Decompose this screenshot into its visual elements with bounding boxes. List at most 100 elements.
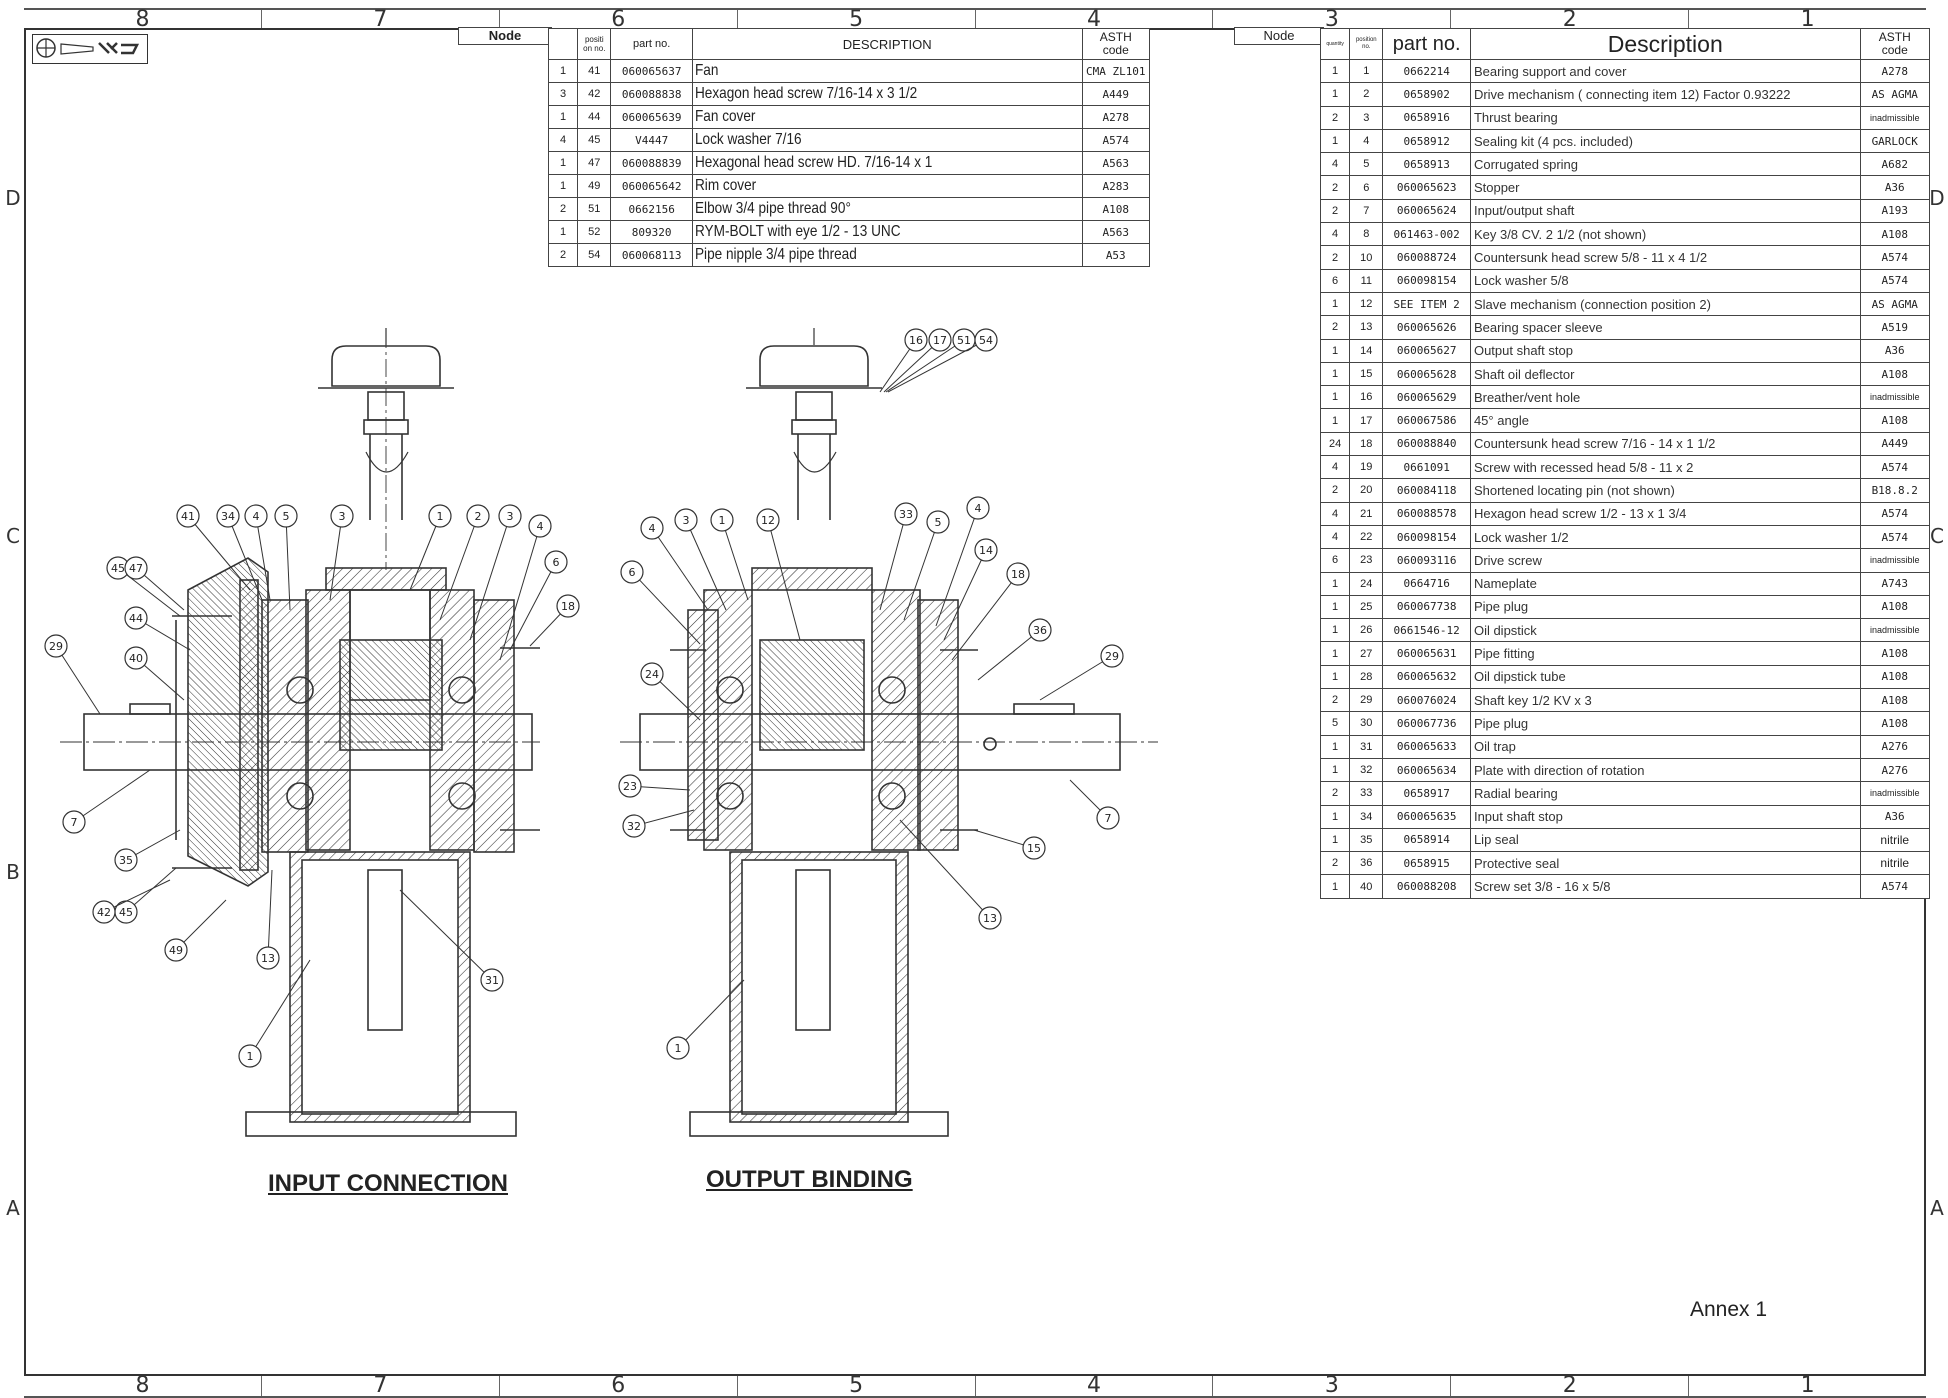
cell-quantity: 6 [1319,548,1351,573]
callout-bubble [666,1036,690,1060]
logo-icon [36,38,140,58]
cell-part-no: 060088724 [1382,245,1471,270]
cell-astm-code: nitrile [1859,827,1930,853]
callout-number: 14 [979,544,993,557]
cell-position: 44 [577,105,612,129]
cell-description: Shortened locating pin (not shown) [1469,478,1861,503]
zone-col-label: 1 [1688,9,1926,31]
callout-bubble [256,946,280,970]
callout-bubble [928,328,952,352]
callout-number: 54 [979,334,993,347]
cell-position: 24 [1349,571,1384,596]
cell-quantity: 1 [1319,385,1351,410]
zone-col-label: 8 [135,7,150,32]
callout-bubble [274,504,298,528]
callout-bubble [466,504,490,528]
cell-position: 4 [1349,128,1384,154]
callout-bubble [618,774,642,798]
callout-number: 6 [629,566,636,579]
callout-number: 13 [983,912,997,925]
callout-leader-line [439,515,479,621]
zone-row-label: D [1929,186,1945,210]
cell-position: 18 [1349,431,1384,457]
callout-leader-line [73,769,151,823]
callout-number: 6 [553,556,560,569]
callout-bubble [176,504,200,528]
node-header-left: Node [458,27,552,45]
cell-description: Oil dipstick tube [1469,664,1861,690]
zone-col-label: 8 [135,1373,150,1398]
cell-quantity: 4 [1319,501,1351,526]
cell-position: 7 [1349,198,1384,224]
callout-number: 45 [119,906,133,919]
callout-leader-line [285,515,291,611]
zone-col-label: 5 [736,1375,975,1397]
cell-description: Drive mechanism ( connecting item 12) Fa… [1469,82,1861,107]
zone-col-label: 3 [1212,9,1450,31]
cell-part-no: 060076024 [1382,688,1471,713]
company-logo [32,34,148,64]
cell-description: Stopper [1469,175,1861,200]
cell-description: Elbow 3/4 pipe thread 90° [692,197,1025,221]
callout-number: 7 [71,816,78,829]
callout-number: 4 [537,520,544,533]
col-position: position no. [1349,28,1384,60]
cell-astm-code: A108 [1859,594,1930,620]
cell-astm-code: B18.8.2 [1859,478,1930,503]
zone-row-label: A [6,1196,20,1220]
callout-number: 36 [1033,624,1047,637]
callout-bubble [640,662,664,686]
callout-number: 4 [975,502,982,515]
cell-quantity: 2 [1319,198,1351,224]
callout-number: 4 [649,522,656,535]
col-astm-code: ASTH code [1081,28,1151,60]
zone-col-label: 7 [260,9,499,31]
callout-bubble [974,328,998,352]
callout-bubble [894,502,918,526]
cell-astm-code: A108 [1859,222,1930,247]
callout-leader-line [103,879,171,913]
cell-quantity: 2 [547,197,579,221]
cell-astm-code: A36 [1859,175,1930,200]
callout-number: 33 [899,508,913,521]
cell-position: 17 [1349,408,1384,433]
cell-quantity: 1 [1319,82,1351,107]
callout-leader-line [903,521,939,621]
cell-position: 49 [577,174,612,198]
cell-part-no: 060098154 [1382,524,1471,550]
cell-position: 40 [1349,874,1384,899]
cell-astm-code: A682 [1859,152,1930,177]
zone-row-label: B [6,860,20,884]
callout-bubble [978,906,1002,930]
cell-part-no: 060065628 [1382,361,1471,387]
cell-position: 8 [1349,222,1384,247]
callout-number: 24 [645,668,659,681]
callout-bubble [1096,806,1120,830]
cell-part-no: 060065633 [1382,734,1471,759]
zone-col-label: 2 [1450,9,1688,31]
callout-number: 47 [129,562,143,575]
col-part-no: part no. [1382,28,1471,60]
cell-description: Bearing spacer sleeve [1469,315,1861,340]
callout-number: 15 [1027,842,1041,855]
cell-part-no: 060067738 [1382,594,1471,620]
callout-leader-line [329,515,343,601]
cell-quantity: 4 [1319,222,1351,247]
callout-leader-line [509,561,557,651]
cell-description: Input/output shaft [1469,198,1861,224]
cell-position: 12 [1349,291,1384,317]
cell-part-no: 0661546-12 [1382,618,1471,643]
cell-part-no: 060065639 [610,105,693,129]
caption-output-binding: OUTPUT BINDING [706,1166,913,1193]
cell-position: 34 [1349,804,1384,829]
